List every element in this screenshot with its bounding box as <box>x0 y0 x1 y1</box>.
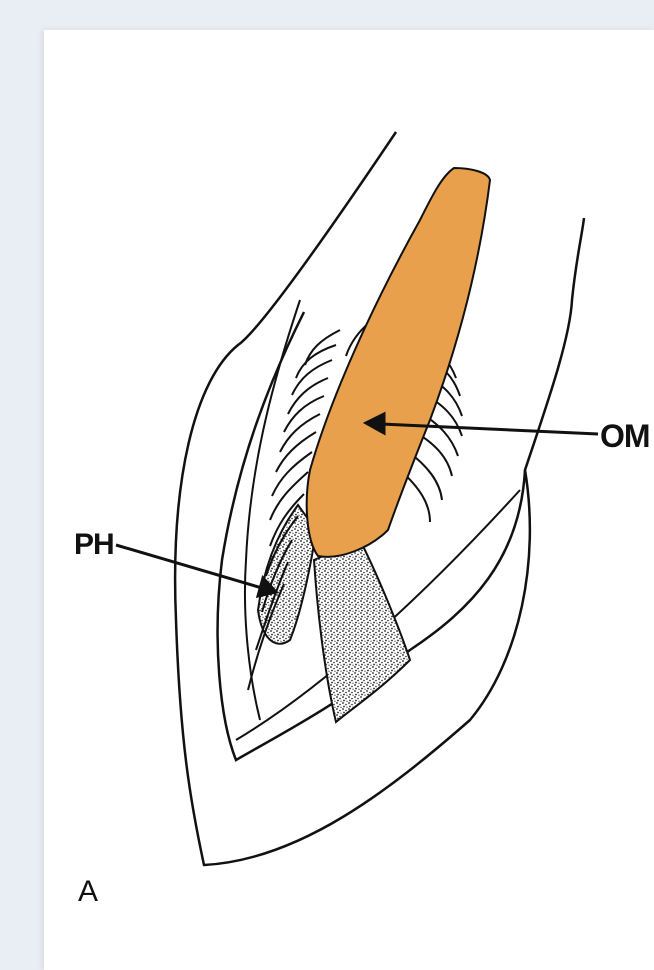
label-ph: PH <box>74 528 114 562</box>
label-om: OM <box>600 418 650 455</box>
stippled-column <box>314 540 410 722</box>
panel-label: A <box>78 875 97 909</box>
root-canal-filling <box>307 168 490 557</box>
inner-root-line <box>245 300 300 720</box>
ph-pointer <box>116 545 276 596</box>
